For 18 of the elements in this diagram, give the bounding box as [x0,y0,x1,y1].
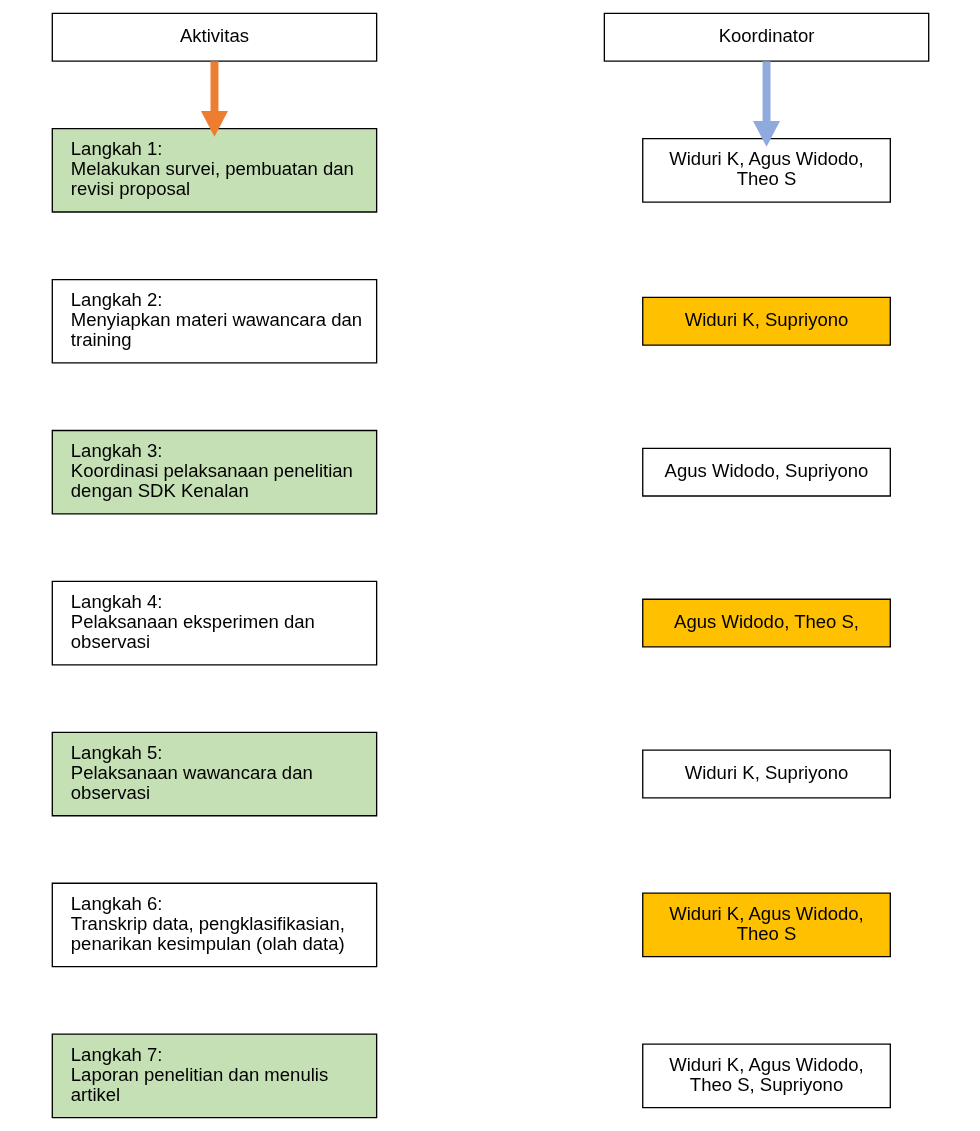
node-box: Langkah 6: Transkrip data, pengklasifikasian, penarikan kesimpulan (olah data) [51,882,377,968]
node-box: Langkah 5: Pelaksanaan wawancara dan observasi [51,731,377,817]
node-box: Widuri K, Supriyono [641,749,891,799]
arrow [752,61,780,147]
arrow [200,61,228,137]
node-box: Widuri K, Agus Widodo, Theo S [641,137,891,203]
node-box: Aktivitas [51,12,377,62]
node-box: Widuri K, Agus Widodo, Theo S, Supriyono [641,1043,891,1109]
node-box: Langkah 7: Laporan penelitian dan menulis artikel [51,1033,377,1119]
node-box: Agus Widodo, Supriyono [641,447,891,497]
node-box: Agus Widodo, Theo S, [641,598,891,648]
node-box: Langkah 3: Koordinasi pelaksanaan penelitian dengan SDK Kenalan [51,429,377,515]
node-box: Langkah 1: Melakukan survei, pembuatan dan revisi proposal [51,127,377,213]
node-box: Widuri K, Supriyono [641,296,891,346]
node-box: Langkah 2: Menyiapkan materi wawancara dan training [51,278,377,364]
node-box: Langkah 4: Pelaksanaan eksperimen dan observasi [51,580,377,666]
node-box: Koordinator [603,12,929,62]
node-box: Widuri K, Agus Widodo, Theo S [641,892,891,958]
